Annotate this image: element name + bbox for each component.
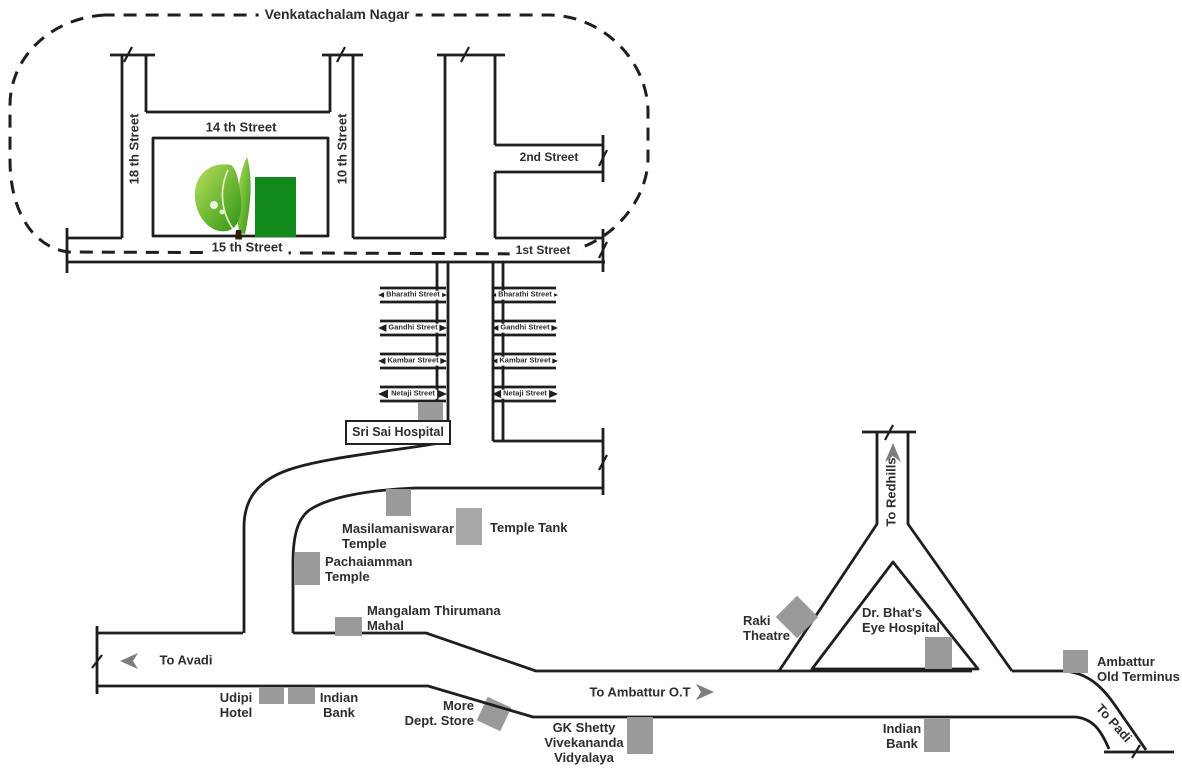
leaf-blade-icon xyxy=(237,157,251,234)
masilamaniswarar-temple-label: Masilamaniswarar Temple xyxy=(342,521,455,552)
to-avadi-label: To Avadi xyxy=(159,652,213,668)
street-label-14th: 14 th Street xyxy=(205,119,277,135)
building-sri-sai-hospital xyxy=(418,402,443,420)
building-gk-shetty xyxy=(627,717,653,754)
building-pachaiamman-temple xyxy=(295,552,320,585)
street-label-10th: 10 th Street xyxy=(334,113,350,185)
building-masilamaniswarar-temple xyxy=(386,489,411,516)
site-logo xyxy=(194,157,296,249)
ambattur-terminus-label: Ambattur Old Terminus xyxy=(1097,654,1180,685)
leaf-droplet xyxy=(210,201,218,209)
street-label-netaji-right: Netaji Street xyxy=(501,388,549,399)
building-temple-tank xyxy=(456,508,482,545)
top-roads xyxy=(65,46,608,273)
street-label-gandhi-left: Gandhi Street xyxy=(386,322,440,333)
pachaiamman-temple-label: Pachaiamman Temple xyxy=(325,554,413,585)
leaf-droplet xyxy=(219,209,225,215)
to-ambattur-label: To Ambattur O.T xyxy=(589,684,691,700)
indian-bank-east-label: Indian Bank xyxy=(882,721,922,752)
street-label-gandhi-right: Gandhi Street xyxy=(498,322,552,333)
street-arrowheads xyxy=(378,290,558,399)
more-dept-store-label: More Dept. Store xyxy=(404,698,474,729)
street-label-kambar-right: Kambar Street xyxy=(497,355,553,366)
redhills-arrow-icon xyxy=(885,443,901,462)
avadi-arrow-icon xyxy=(120,653,138,669)
street-label-18th: 18 th Street xyxy=(126,113,142,185)
to-redhills-label: To Redhills xyxy=(883,457,899,527)
building-ambattur-terminus xyxy=(1063,650,1088,673)
leaf-vein xyxy=(221,169,234,230)
leaf-icon xyxy=(194,164,242,232)
gk-shetty-label: GK Shetty Vivekananda Vidyalaya xyxy=(544,720,624,766)
raki-theatre-label: Raki Theatre xyxy=(743,613,790,644)
area-label: Venkatachalam Nagar xyxy=(258,5,416,23)
street-label-1st: 1st Street xyxy=(509,243,577,258)
building-indian-bank-east xyxy=(924,719,950,752)
street-label-2nd: 2nd Street xyxy=(519,150,579,165)
building-indian-bank-west xyxy=(288,687,315,704)
temple-tank-label: Temple Tank xyxy=(490,520,568,535)
building-udipi-hotel xyxy=(259,687,284,704)
street-label-kambar-left: Kambar Street xyxy=(385,355,441,366)
ambattur-arrow-icon xyxy=(696,684,714,700)
udipi-hotel-label: Udipi Hotel xyxy=(219,690,253,721)
street-label-15th: 15 th Street xyxy=(205,239,289,255)
dr-bhats-label: Dr. Bhat's Eye Hospital xyxy=(862,605,941,636)
indian-bank-west-label: Indian Bank xyxy=(319,690,359,721)
street-label-netaji-left: Netaji Street xyxy=(389,388,437,399)
building-mangalam-mahal xyxy=(335,617,362,636)
site-marker xyxy=(255,177,296,237)
building-dr-bhats xyxy=(925,637,952,669)
mangalam-mahal-label: Mangalam Thirumana Mahal xyxy=(367,603,501,634)
building-more-dept-store xyxy=(476,696,512,732)
sri-sai-hospital-label: Sri Sai Hospital xyxy=(345,420,451,445)
street-label-bharathi-left: Bharathi Street xyxy=(384,289,442,300)
street-label-bharathi-right: Bharathi Street xyxy=(496,289,554,300)
